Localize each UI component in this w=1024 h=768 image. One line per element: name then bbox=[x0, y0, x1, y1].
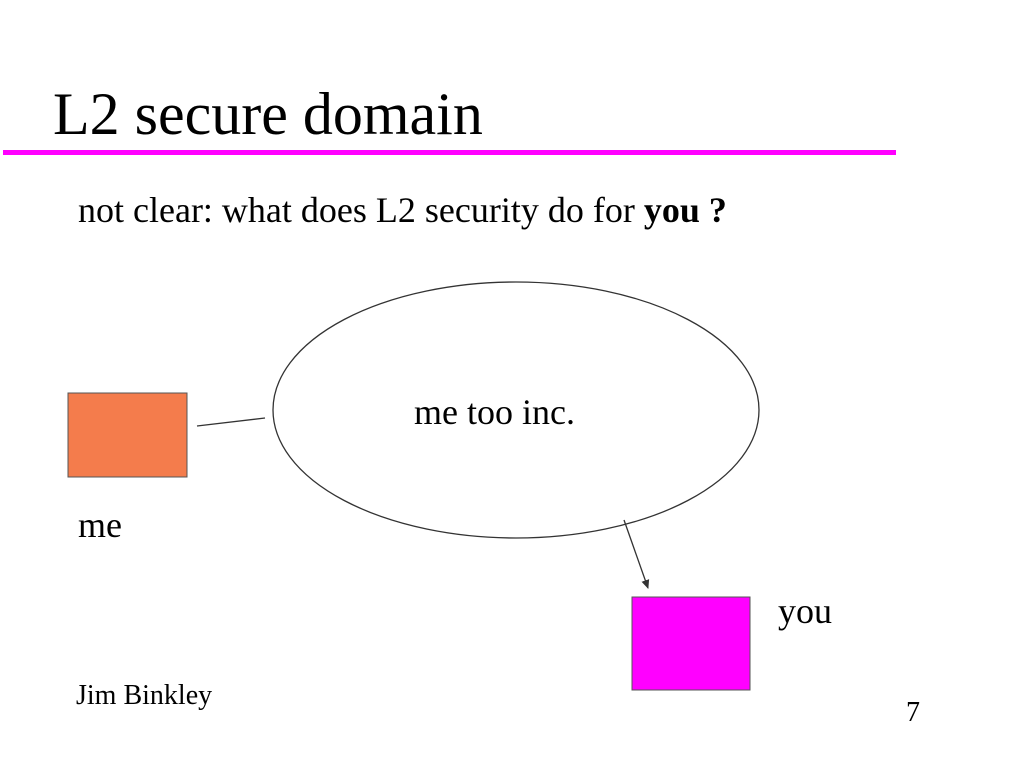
cloud-label: me too inc. bbox=[414, 392, 575, 432]
you-box bbox=[631, 596, 751, 691]
subtitle-text: not clear: what does L2 security do for bbox=[78, 190, 644, 230]
me-too-inc-ellipse bbox=[272, 281, 760, 539]
you-label: you bbox=[778, 591, 832, 631]
slide-title: L2 secure domain bbox=[53, 81, 483, 147]
footer-author: Jim Binkley bbox=[76, 680, 213, 711]
me-connection-line bbox=[196, 417, 266, 427]
slide-subtitle: not clear: what does L2 security do for … bbox=[78, 190, 727, 230]
me-box bbox=[67, 392, 188, 478]
title-underline bbox=[3, 150, 896, 155]
page-number: 7 bbox=[906, 697, 920, 728]
me-label: me bbox=[78, 505, 122, 545]
subtitle-emphasis: you ? bbox=[643, 190, 727, 230]
you-arrow bbox=[623, 519, 650, 589]
